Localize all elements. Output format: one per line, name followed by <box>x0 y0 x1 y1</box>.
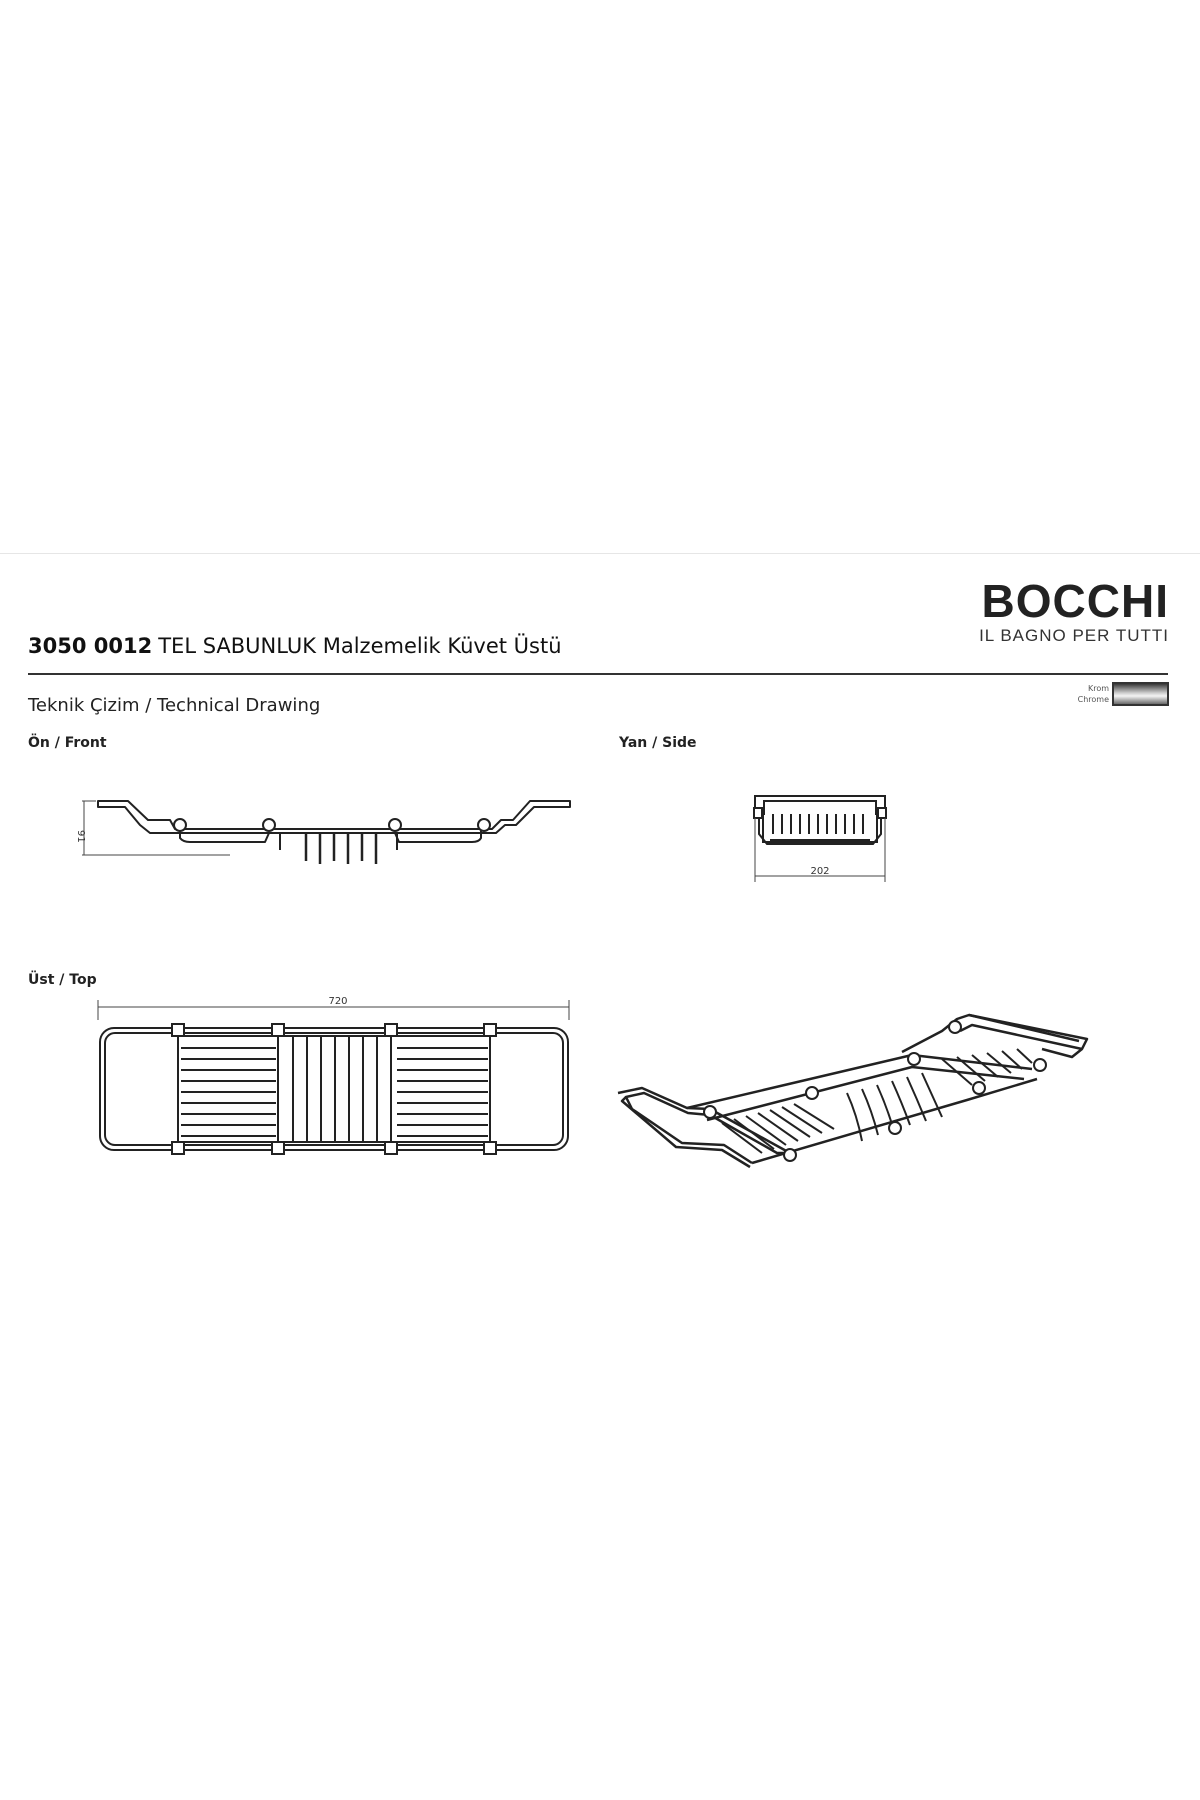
side-view-drawing: 202 <box>753 795 887 882</box>
product-code: 3050 0012 <box>28 634 153 658</box>
brand-name: BOCCHI <box>981 575 1169 627</box>
title-rule <box>28 673 1168 675</box>
perspective-view-drawing <box>617 1013 1089 1169</box>
side-width-dimension: 202 <box>810 866 829 877</box>
finish-label-en: Chrome <box>1077 695 1109 704</box>
page-divider <box>0 553 1200 554</box>
section-title: Teknik Çizim / Technical Drawing <box>28 695 321 716</box>
side-view-label: Yan / Side <box>619 735 697 751</box>
brand-tagline: IL BAGNO PER TUTTI <box>979 626 1169 645</box>
front-height-dimension: 91 <box>75 830 86 843</box>
front-view-label: Ön / Front <box>28 735 107 751</box>
chrome-swatch <box>1112 682 1169 706</box>
product-name: TEL SABUNLUK Malzemelik Küvet Üstü <box>158 634 562 658</box>
top-view-label: Üst / Top <box>28 972 97 988</box>
front-view-drawing: 91 <box>75 800 571 864</box>
finish-labels: Krom Chrome <box>1078 683 1109 705</box>
finish-label-tr: Krom <box>1087 684 1109 693</box>
finish-swatch: Krom Chrome <box>1078 682 1169 706</box>
brand-logo: BOCCHI IL BAGNO PER TUTTI <box>979 578 1169 646</box>
top-view-drawing: 720 <box>97 996 570 1155</box>
top-length-dimension: 720 <box>328 996 347 1007</box>
